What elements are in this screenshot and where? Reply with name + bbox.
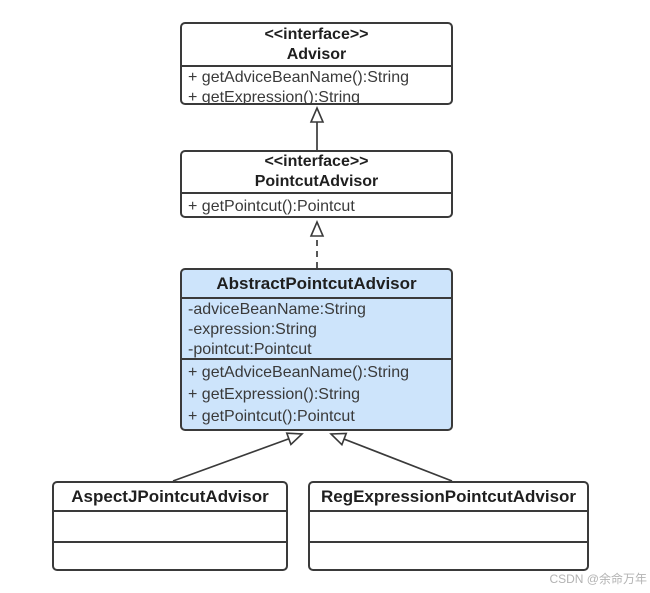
generalization-arrow-aspectjpointcutadvisor-to-abstractpointcutadvisor: [172, 434, 302, 482]
class-header: RegExpressionPointcutAdvisor: [310, 483, 587, 510]
methods-section-empty: [54, 541, 286, 569]
method: + getAdviceBeanName():String: [188, 69, 409, 86]
methods-section: + getAdviceBeanName():String + getExpres…: [182, 65, 451, 105]
method: + getExpression():String: [188, 386, 361, 403]
class-box-pointcut-advisor: <<interface>> PointcutAdvisor + getPoint…: [180, 150, 453, 218]
class-box-advisor: <<interface>> Advisor + getAdviceBeanNam…: [180, 22, 453, 105]
class-header: AspectJPointcutAdvisor: [54, 483, 286, 510]
csdn-watermark: CSDN @余命万年: [549, 572, 647, 586]
field: -adviceBeanName:String: [188, 301, 366, 318]
class-box-regexpression-pointcut-advisor: RegExpressionPointcutAdvisor: [308, 481, 589, 571]
method: + getPointcut():Pointcut: [188, 198, 355, 215]
method: + getAdviceBeanName():String: [188, 364, 409, 381]
method: + getExpression():String: [188, 89, 361, 105]
class-name: AspectJPointcutAdvisor: [71, 486, 269, 506]
class-stereotype: <<interface>>: [264, 25, 369, 43]
class-box-aspectj-pointcut-advisor: AspectJPointcutAdvisor: [52, 481, 288, 571]
class-name: RegExpressionPointcutAdvisor: [320, 486, 577, 506]
class-header: AbstractPointcutAdvisor: [182, 270, 451, 297]
class-name: PointcutAdvisor: [254, 173, 379, 190]
method: + getPointcut():Pointcut: [188, 408, 355, 425]
class-stereotype: <<interface>>: [264, 153, 369, 170]
generalization-arrow-regexpressionpointcutadvisor-to-abstractpointcutadvisor: [331, 434, 453, 482]
class-box-abstract-pointcut-advisor: AbstractPointcutAdvisor -adviceBeanName:…: [180, 268, 453, 431]
class-name: Advisor: [286, 45, 347, 63]
methods-section: + getPointcut():Pointcut: [182, 192, 451, 218]
methods-section-empty: [310, 541, 587, 569]
fields-section: -adviceBeanName:String -expression:Strin…: [182, 297, 451, 358]
field: -pointcut:Pointcut: [188, 341, 312, 358]
field: -expression:String: [188, 321, 317, 338]
class-header: <<interface>> Advisor: [182, 24, 451, 65]
fields-section-empty: [54, 510, 286, 541]
class-name: AbstractPointcutAdvisor: [216, 273, 417, 293]
fields-section-empty: [310, 510, 587, 541]
class-header: <<interface>> PointcutAdvisor: [182, 152, 451, 192]
methods-section: + getAdviceBeanName():String + getExpres…: [182, 358, 451, 429]
